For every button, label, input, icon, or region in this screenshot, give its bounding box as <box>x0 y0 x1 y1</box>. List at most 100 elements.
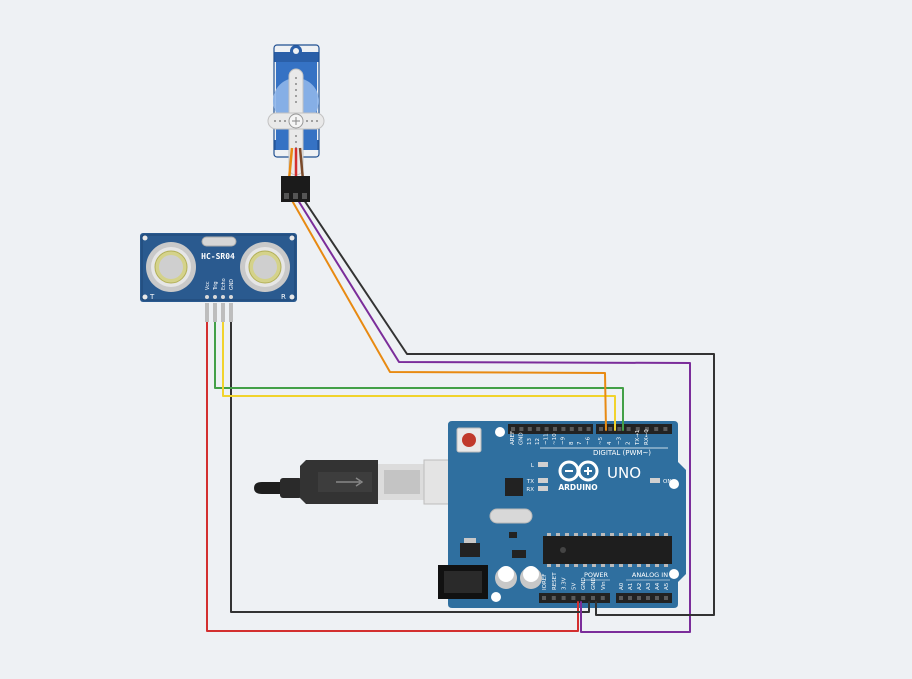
led-label-on: ON <box>663 479 671 485</box>
arduino-logo-text: ARDUINO <box>558 483 597 492</box>
power-pin-socket[interactable] <box>581 596 586 600</box>
power-pin-socket[interactable] <box>561 596 566 600</box>
digital-pin-socket[interactable] <box>617 427 622 431</box>
sensor-model-label: HC-SR04 <box>201 252 235 261</box>
sensor-pins[interactable] <box>205 295 233 299</box>
digital-pin-socket[interactable] <box>608 427 613 431</box>
pin-label: ~10 <box>552 433 558 445</box>
arduino-model: UNO <box>607 464 641 482</box>
digital-pin-socket[interactable] <box>536 427 541 431</box>
analog-pin-socket[interactable] <box>619 596 623 600</box>
wire-vcc-to-5v[interactable] <box>206 320 579 632</box>
transducer-right <box>240 242 290 292</box>
digital-header <box>508 424 672 434</box>
sensor-pin-pad[interactable] <box>221 295 225 299</box>
sensor-pin-label: Trig <box>213 281 219 291</box>
digital-pin-socket[interactable] <box>511 427 515 431</box>
power-pin-socket[interactable] <box>571 596 576 600</box>
led-label-tx: TX <box>526 479 534 485</box>
digital-pin-socket[interactable] <box>553 427 557 431</box>
power-label: POWER <box>584 571 609 579</box>
wire-gnd-to-gnd[interactable] <box>230 320 590 613</box>
analog-pin-sockets[interactable] <box>619 596 668 600</box>
digital-pin-socket[interactable] <box>578 427 583 431</box>
sensor-pin-label: Echo <box>221 278 227 290</box>
wire-servo-ground-to-gnd[interactable] <box>301 196 715 616</box>
pin-label: A4 <box>655 582 661 590</box>
digital-pin-socket[interactable] <box>519 427 524 431</box>
digital-header-label: DIGITAL (PWM~) <box>593 449 651 457</box>
sensor-pin-pad[interactable] <box>213 295 217 299</box>
capacitor <box>495 566 517 589</box>
analog-pin-socket[interactable] <box>637 596 641 600</box>
digital-pin-socket[interactable] <box>569 427 574 431</box>
pin-label: A0 <box>619 582 625 590</box>
sensor-side-label-t: T <box>149 293 155 301</box>
wires <box>206 196 715 633</box>
power-pin-socket[interactable] <box>600 596 605 600</box>
wire-echo-to-pin6[interactable] <box>222 320 616 431</box>
power-pin-socket[interactable] <box>591 596 595 600</box>
digital-pin-socket[interactable] <box>586 427 591 431</box>
pin-label: A2 <box>637 583 643 590</box>
digital-pin-socket[interactable] <box>654 427 659 431</box>
pin-label: 7 <box>577 441 583 445</box>
dc-power-jack[interactable] <box>438 565 488 599</box>
transducer-left <box>146 242 196 292</box>
arduino-logo-icon <box>558 460 599 482</box>
usb-cable[interactable] <box>254 459 483 505</box>
digital-pin-socket[interactable] <box>645 427 649 431</box>
analog-pin-socket[interactable] <box>655 596 659 600</box>
servo-cable <box>287 147 305 181</box>
digital-pin-sockets[interactable] <box>511 427 668 431</box>
smd-component <box>509 532 517 538</box>
wire-servo-signal-to-pin7[interactable] <box>289 196 607 431</box>
led-label-rx: RX <box>526 487 534 493</box>
digital-pin-socket[interactable] <box>599 427 603 431</box>
pin-label: IOREF <box>542 574 548 590</box>
analog-pin-socket[interactable] <box>628 596 632 600</box>
pin-label: A3 <box>646 582 652 590</box>
servo-connector[interactable] <box>281 176 310 202</box>
pin-label: ~3 <box>616 436 622 445</box>
analog-pin-socket[interactable] <box>664 596 668 600</box>
power-pin-sockets[interactable] <box>542 596 605 600</box>
analog-label: ANALOG IN <box>632 571 668 579</box>
pin-label: RESET <box>552 572 558 590</box>
digital-pin-socket[interactable] <box>663 427 668 431</box>
reset-button-cap[interactable] <box>462 433 476 447</box>
pin-label: 4 <box>607 441 613 445</box>
sensor-side-label-r: R <box>281 293 286 301</box>
crystal <box>201 236 237 247</box>
wire-trig-to-pin5[interactable] <box>214 320 624 431</box>
digital-pin-socket[interactable] <box>561 427 566 431</box>
atmega-microcontroller <box>543 533 672 567</box>
led-l <box>538 462 548 467</box>
led-tx <box>538 478 548 483</box>
analog-pin-socket[interactable] <box>646 596 650 600</box>
wire-servo-power-to-5v[interactable] <box>295 196 691 633</box>
pin-label: A5 <box>664 582 670 590</box>
sensor-pin-pad[interactable] <box>229 295 233 299</box>
digital-pin-socket[interactable] <box>544 427 549 431</box>
sensor-pin-pad[interactable] <box>205 295 209 299</box>
digital-pin-socket[interactable] <box>626 427 631 431</box>
pin-label: GND <box>518 432 524 445</box>
pin-label: ~9 <box>560 436 566 445</box>
mounting-hole <box>491 592 501 602</box>
pin-label: ~6 <box>586 436 592 445</box>
usb-chip <box>505 478 523 496</box>
pin-label: 3.3V <box>562 577 568 590</box>
pin-label: TX→1 <box>635 430 641 446</box>
power-pin-socket[interactable] <box>542 596 546 600</box>
digital-pin-socket[interactable] <box>635 427 640 431</box>
digital-pin-socket[interactable] <box>527 427 532 431</box>
power-pin-socket[interactable] <box>551 596 556 600</box>
pin-label: AREF <box>510 431 516 445</box>
